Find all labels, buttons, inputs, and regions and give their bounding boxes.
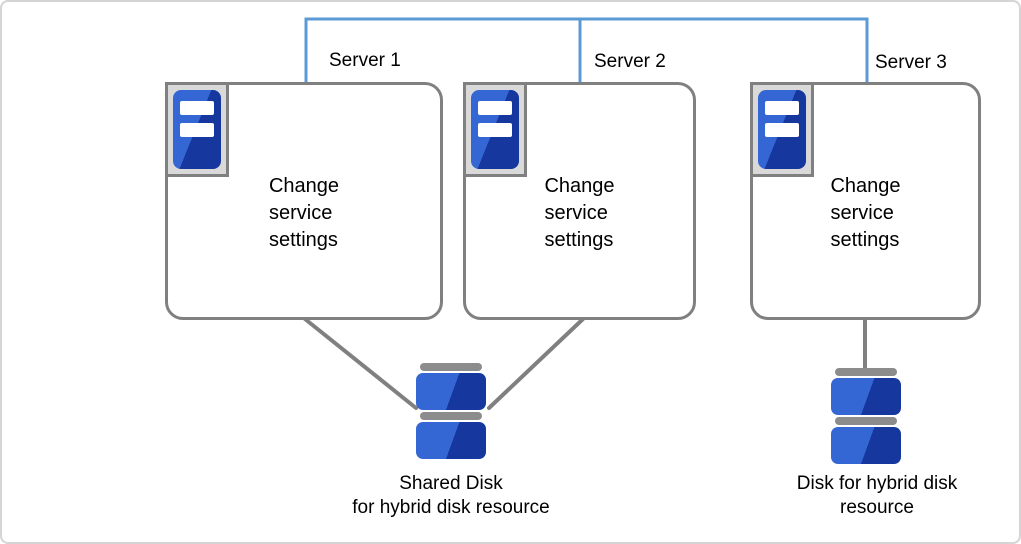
server3-box: Change service settings [750, 82, 981, 320]
server-tower-body [471, 90, 519, 169]
caption-line: Disk for hybrid disk [796, 473, 958, 494]
server-slot [765, 123, 799, 137]
disk-cap [835, 368, 897, 376]
disk-platter [831, 378, 901, 415]
server-tower-body [758, 90, 806, 169]
disk-cap [420, 412, 482, 420]
disk-cap [835, 417, 897, 425]
server-tower-icon [165, 82, 229, 177]
caption-line: for hybrid disk resource [352, 497, 550, 518]
disk-platter [416, 373, 486, 410]
server-tower-icon [750, 82, 814, 177]
body-line: service [268, 202, 333, 224]
shared-disk-stack-icon [416, 363, 486, 461]
body-line: service [544, 202, 608, 224]
server1-to-shared-disk-line [303, 317, 418, 410]
server2-to-shared-disk-line [487, 317, 585, 410]
body-line: service [830, 202, 894, 224]
server3-label: Server 3 [875, 52, 947, 73]
server1-box: Change service settings [165, 82, 443, 320]
server-tower-icon [463, 82, 527, 177]
server-slot [478, 101, 512, 115]
shared-disk-caption: Shared Disk for hybrid disk resource [336, 472, 566, 520]
server2-body-text: Change service settings [466, 173, 693, 254]
hybrid-disk-stack-icon [831, 368, 901, 466]
body-line: Change [544, 175, 615, 197]
server1-body-text: Change service settings [168, 173, 440, 254]
server-tower-body [173, 90, 221, 169]
server3-body-text: Change service settings [753, 173, 978, 254]
body-line: Change [830, 175, 901, 197]
server-slot [765, 101, 799, 115]
server-slot [180, 101, 214, 115]
server-slot [180, 123, 214, 137]
body-line: settings [830, 229, 900, 251]
interconnect-line [304, 17, 869, 83]
server1-label: Server 1 [329, 50, 401, 71]
hybrid-disk-caption: Disk for hybrid disk resource [762, 472, 992, 520]
server2-label: Server 2 [594, 51, 666, 72]
disk-cap [420, 363, 482, 371]
body-line: Change [268, 175, 340, 197]
disk-platter [831, 427, 901, 464]
server-slot [478, 123, 512, 137]
body-line: settings [268, 229, 338, 251]
caption-line: resource [840, 497, 914, 518]
server2-box: Change service settings [463, 82, 696, 320]
caption-line: Shared Disk [399, 473, 503, 494]
body-line: settings [544, 229, 614, 251]
disk-platter [416, 422, 486, 459]
